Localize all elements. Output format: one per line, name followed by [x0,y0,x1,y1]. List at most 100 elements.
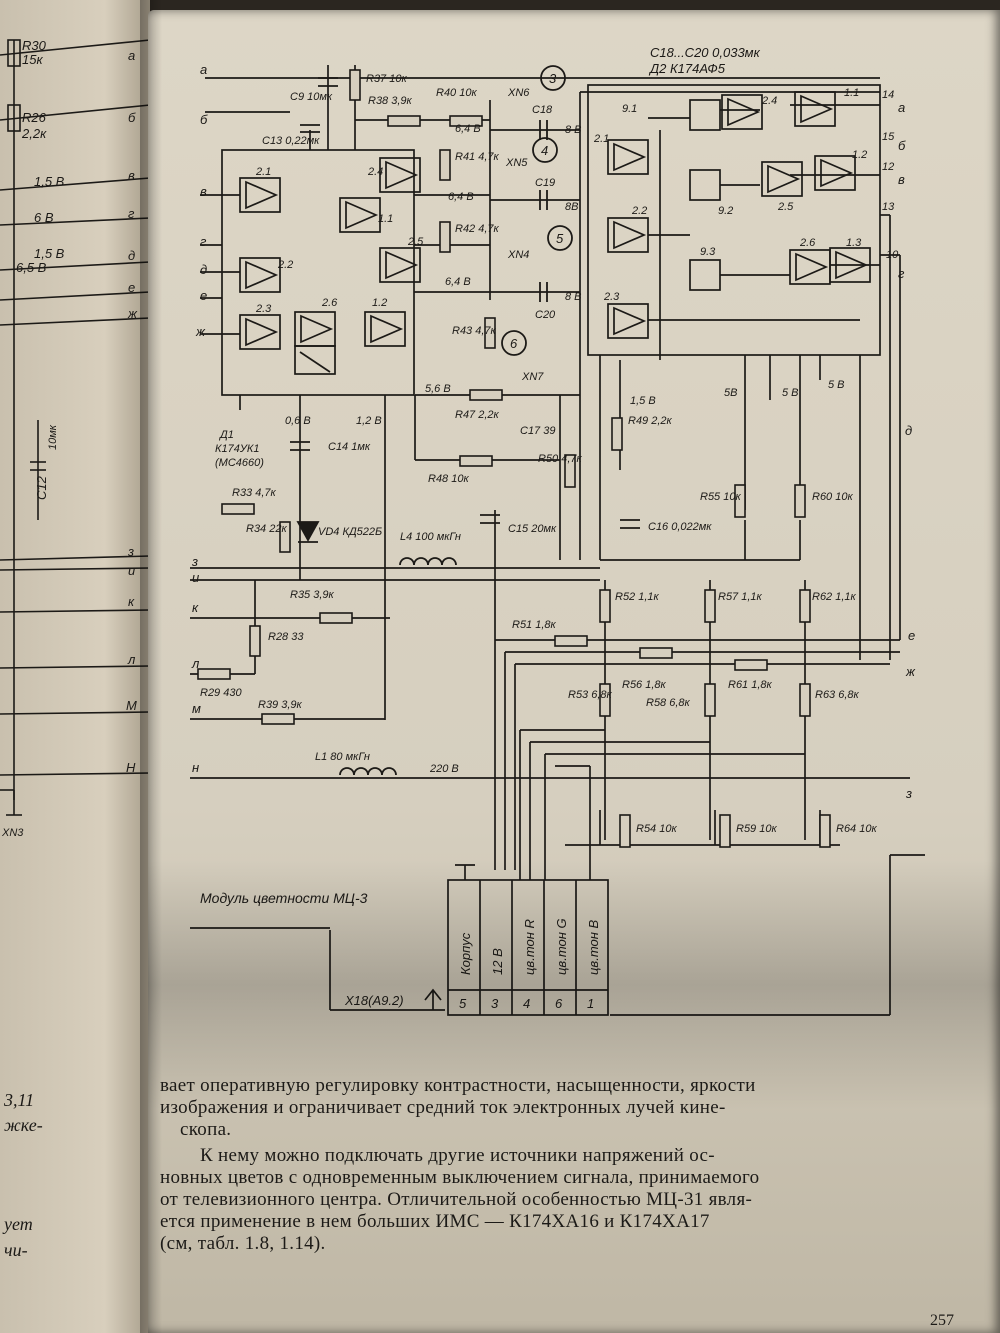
ic-d1-ref: Д1 [218,429,234,441]
label-r29: R29 430 [200,687,242,699]
body-line: от телевизионного центра. Отличительной … [160,1189,753,1210]
label-r39: R39 3,9к [258,699,303,711]
body-line: новных цветов с одновременным выключение… [160,1167,760,1188]
voltage-0: 6,4 В [455,123,481,135]
output-z: з [905,786,912,801]
left-label-5: б [128,110,136,125]
label-c18: С18 [532,104,553,116]
block-label-12: 2.2 [631,205,647,217]
label-vd4: VD4 КД522Б [318,526,382,538]
label-l4: L4 100 мкГн [400,531,461,543]
connector-label-2: цв.тон R [522,919,537,975]
left-label-10: 1,5 В [34,246,65,261]
connector-x18 [424,879,609,1016]
label-r38: R38 3,9к [368,95,413,107]
input-d: д [200,262,207,277]
label-c17: С17 39 [520,425,555,437]
left-text-2: ует [4,1214,33,1234]
label-c19: С19 [535,177,555,189]
label-r52: R52 1,1к [615,591,660,603]
label-r61: R61 1,8к [728,679,773,691]
body-line: ется применение в нем больших ИМС — К174… [160,1211,710,1232]
ic-d1-type: К174УК1 [215,443,259,455]
output-14: 14 [882,89,894,101]
left-label-14: ж [127,306,138,321]
label-l1: L1 80 мкГн [315,751,370,763]
input-a: а [200,62,207,77]
block-label-10: 9.3 [700,246,716,258]
output-a: а [898,100,905,115]
left-label-12: 6,5 В [16,260,47,275]
body-paragraph-2: К нему можно подключать другие источники… [160,1145,950,1255]
label-r33: R33 4,7к [232,487,277,499]
left-page-schematic: R30 15к а R26 2,2к б 1,5 В в 6 В г 1,5 В… [0,38,150,839]
voltage-8: 1,2 В [356,415,382,427]
label-r63: R63 6,8к [815,689,860,701]
body-line: (см, табл. 1.8, 1.14). [160,1233,326,1254]
left-text-1: жке- [4,1115,43,1135]
label-r34: R34 22к [246,523,287,535]
left-label-23: XN3 [1,827,24,839]
page-number: 257 [930,1312,954,1329]
voltage-1: 6,4 В [448,191,474,203]
block-label-11: 2.1 [593,133,609,145]
label-c14: С14 1мк [328,441,371,453]
label-c20: С20 [535,309,556,321]
output-13: 13 [882,201,895,213]
left-label-15: С12 [34,475,49,500]
block-label-4: 2.5 [407,236,424,248]
input-i: и [192,570,199,585]
label-r40: R40 10к [436,87,477,99]
left-page: R30 15к а R26 2,2к б 1,5 В в 6 В г 1,5 В… [0,0,150,1333]
left-text-3: чи- [4,1240,28,1260]
body-line: изображения и ограничивает средний ток э… [160,1097,726,1118]
voltage-10: 5В [724,387,737,399]
output-15: 15 [882,131,895,143]
input-l: л [191,656,200,671]
connector-pin-3: 6 [555,996,563,1011]
left-label-7: в [128,168,135,183]
left-label-19: к [128,594,135,609]
label-xn4: XN4 [507,249,529,261]
block-label-2: 2.3 [255,303,272,315]
node-4: 4 [541,143,548,158]
input-k: к [192,600,199,615]
body-line: К нему можно подключать другие источники… [200,1145,715,1166]
connector-ref: X18(А9.2) [344,993,404,1008]
header-note-2: Д2 К174АФ5 [648,61,726,76]
label-220v: 220 В [429,763,459,775]
header-note-1: С18...С20 0,033мк [650,45,761,60]
schematic-wires [190,65,925,1016]
label-xn7: XN7 [521,371,544,383]
label-r60: R60 10к [812,491,853,503]
output-10: 10 [886,249,899,261]
left-label-18: и [128,563,135,578]
node-6: 6 [510,336,518,351]
label-r62: R62 1,1к [812,591,857,603]
right-ic-blocks [607,91,871,339]
label-c15: С15 20мк [508,523,557,535]
label-r50: R50 4,7к [538,453,583,465]
label-xn6: XN6 [507,87,530,99]
block-label-16: 2.6 [799,237,816,249]
label-r53: R53 6,8к [568,689,613,701]
body-paragraph-1: вает оперативную регулировку контрастнос… [160,1075,950,1141]
block-label-8: 9.1 [622,103,637,115]
label-r48: R48 10к [428,473,469,485]
block-label-1: 2.2 [277,259,293,271]
input-e: е [200,288,207,303]
body-line: вает оперативную регулировку контрастнос… [160,1075,756,1096]
block-label-7: 1.2 [372,297,387,309]
voltage-11: 5 В [782,387,799,399]
block-label-0: 2.1 [255,166,271,178]
voltage-6: 5,6 В [425,383,451,395]
connector-label-1: 12 В [490,948,505,975]
output-d: д [905,423,912,438]
connector-label-3: цв.тон G [554,918,569,975]
output-zh: ж [905,664,916,679]
block-label-15: 2.5 [777,201,794,213]
label-c16: С16 0,022мк [648,521,712,533]
connector-pin-1: 3 [491,996,499,1011]
label-r28: R28 33 [268,631,304,643]
left-label-17: з [127,544,134,559]
